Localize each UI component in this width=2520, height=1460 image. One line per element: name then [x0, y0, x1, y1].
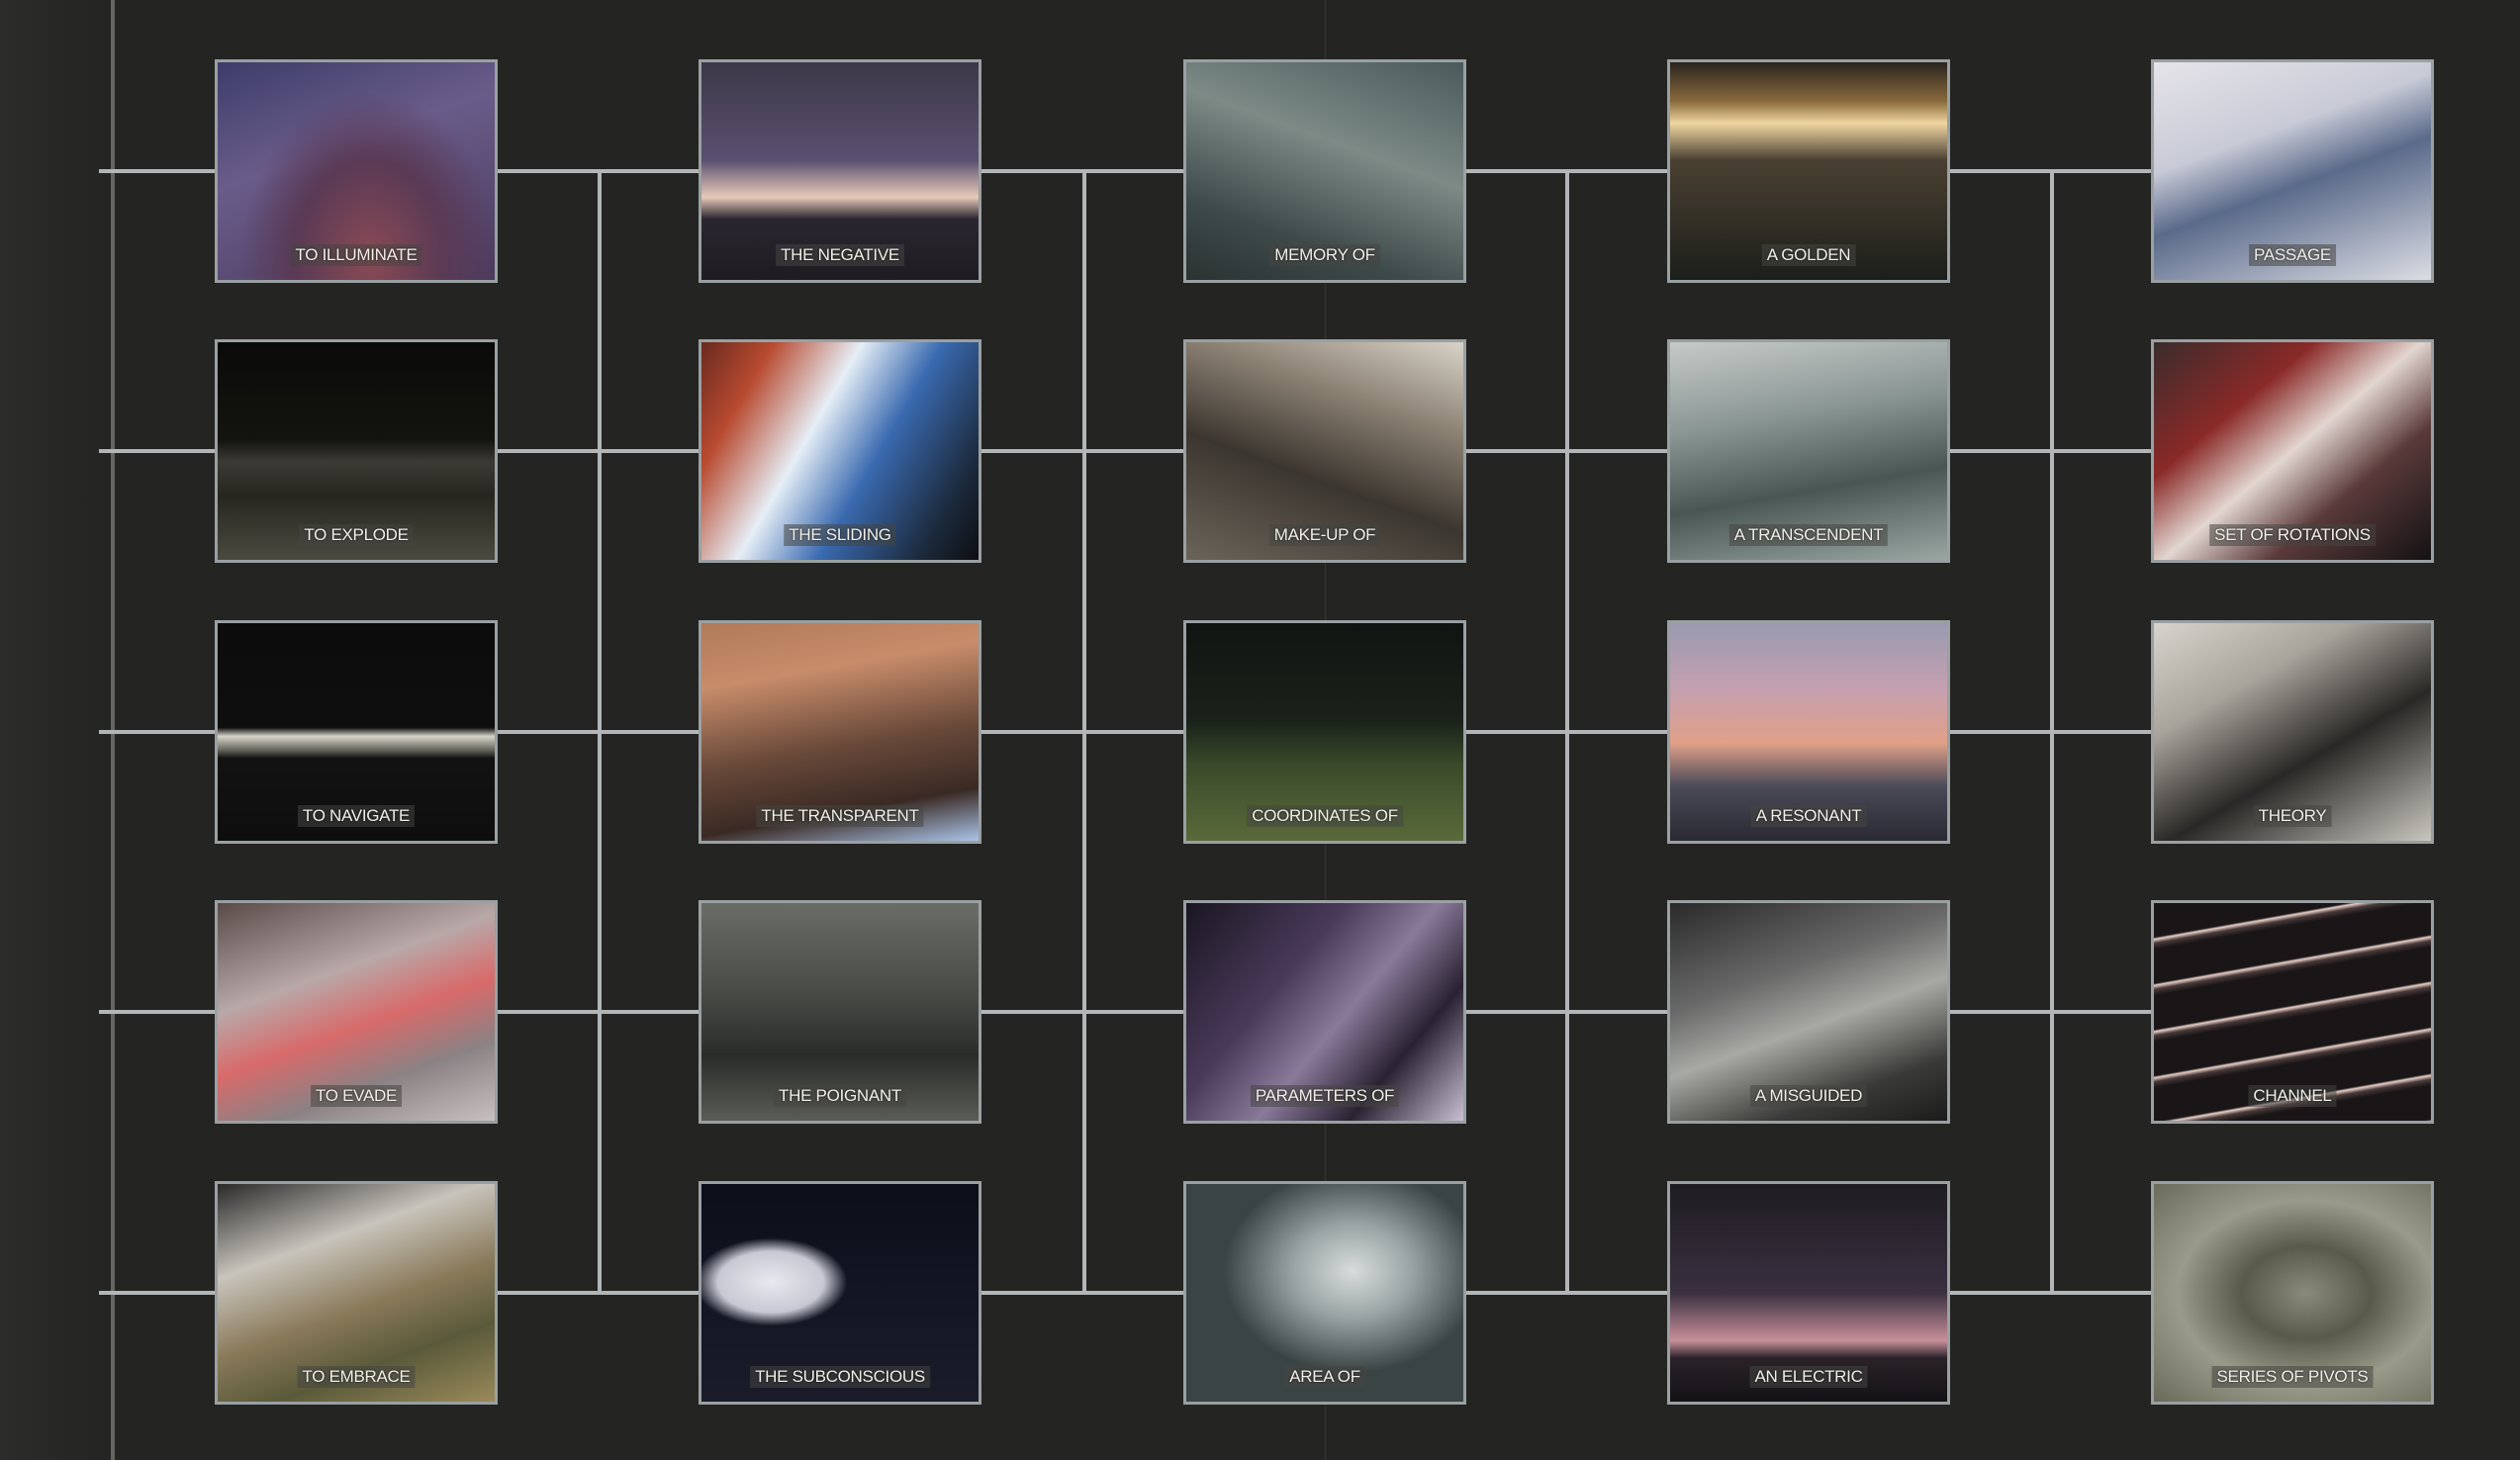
frame-image	[2154, 342, 2431, 560]
frame-image	[1186, 1184, 1463, 1402]
frame-image	[701, 342, 979, 560]
frame-caption: MAKE-UP OF	[1268, 524, 1381, 546]
film-frame: MAKE-UP OF	[1183, 339, 1466, 563]
frame-caption: THE NEGATIVE	[776, 244, 904, 266]
film-frame: AREA OF	[1183, 1181, 1466, 1405]
frame-image	[701, 1184, 979, 1402]
film-frame: THE SUBCONSCIOUS	[699, 1181, 981, 1405]
frame-image	[2154, 62, 2431, 280]
frame-caption: SERIES OF PIVOTS	[2211, 1366, 2374, 1388]
film-frame: PASSAGE	[2151, 59, 2434, 283]
frame-image	[2154, 903, 2431, 1121]
frame-image	[1670, 342, 1947, 560]
film-frame: PARAMETERS OF	[1183, 900, 1466, 1124]
frame-caption: PARAMETERS OF	[1250, 1085, 1400, 1107]
frame-image	[1670, 1184, 1947, 1402]
frame-image	[218, 623, 495, 841]
frame-image	[701, 623, 979, 841]
film-frame: THE TRANSPARENT	[699, 620, 981, 844]
frame-caption: TO ILLUMINATE	[290, 244, 422, 266]
film-frame: A MISGUIDED	[1667, 900, 1950, 1124]
frame-image	[2154, 1184, 2431, 1402]
film-frame: TO EMBRACE	[215, 1181, 498, 1405]
film-frame: CHANNEL	[2151, 900, 2434, 1124]
frame-caption: THE POIGNANT	[774, 1085, 906, 1107]
frame-image	[701, 62, 979, 280]
frame-caption: TO EMBRACE	[297, 1366, 416, 1388]
frame-image	[218, 342, 495, 560]
frame-caption: MEMORY OF	[1269, 244, 1380, 266]
film-frame: SERIES OF PIVOTS	[2151, 1181, 2434, 1405]
frame-caption: THE SUBCONSCIOUS	[750, 1366, 930, 1388]
frame-image	[1670, 62, 1947, 280]
frame-caption: AREA OF	[1284, 1366, 1365, 1388]
film-frame: TO NAVIGATE	[215, 620, 498, 844]
frame-caption: TO EVADE	[311, 1085, 402, 1107]
film-frame: THE NEGATIVE	[699, 59, 981, 283]
frame-image	[1186, 62, 1463, 280]
frame-caption: A TRANSCENDENT	[1728, 524, 1889, 546]
film-frame: THE POIGNANT	[699, 900, 981, 1124]
film-frame: A GOLDEN	[1667, 59, 1950, 283]
film-frame: TO EXPLODE	[215, 339, 498, 563]
frame-caption: A RESONANT	[1750, 805, 1867, 827]
frame-caption: PASSAGE	[2249, 244, 2336, 266]
frame-caption: A GOLDEN	[1761, 244, 1856, 266]
film-frame: TO ILLUMINATE	[215, 59, 498, 283]
film-frame: MEMORY OF	[1183, 59, 1466, 283]
film-frame: COORDINATES OF	[1183, 620, 1466, 844]
frame-caption: THEORY	[2253, 805, 2332, 827]
frame-caption: CHANNEL	[2248, 1085, 2337, 1107]
film-frame: TO EVADE	[215, 900, 498, 1124]
frame-caption: TO NAVIGATE	[297, 805, 416, 827]
film-frame: SET OF ROTATIONS	[2151, 339, 2434, 563]
film-frame: THE SLIDING	[699, 339, 981, 563]
frame-image	[2154, 623, 2431, 841]
film-frame: A TRANSCENDENT	[1667, 339, 1950, 563]
frame-image	[1186, 623, 1463, 841]
frame-image	[218, 1184, 495, 1402]
film-frame: AN ELECTRIC	[1667, 1181, 1950, 1405]
frame-image	[1186, 342, 1463, 560]
film-frame: THEORY	[2151, 620, 2434, 844]
frame-caption: TO EXPLODE	[299, 524, 414, 546]
frame-caption: AN ELECTRIC	[1749, 1366, 1868, 1388]
frame-image	[218, 903, 495, 1121]
frame-image	[1670, 623, 1947, 841]
frame-image	[701, 903, 979, 1121]
frame-image	[1670, 903, 1947, 1121]
frame-caption: COORDINATES OF	[1247, 805, 1403, 827]
frame-caption: THE SLIDING	[784, 524, 896, 546]
frame-image	[218, 62, 495, 280]
frame-caption: A MISGUIDED	[1749, 1085, 1868, 1107]
frame-caption: SET OF ROTATIONS	[2209, 524, 2376, 546]
frame-image	[1186, 903, 1463, 1121]
frame-caption: THE TRANSPARENT	[756, 805, 924, 827]
film-frame: A RESONANT	[1667, 620, 1950, 844]
